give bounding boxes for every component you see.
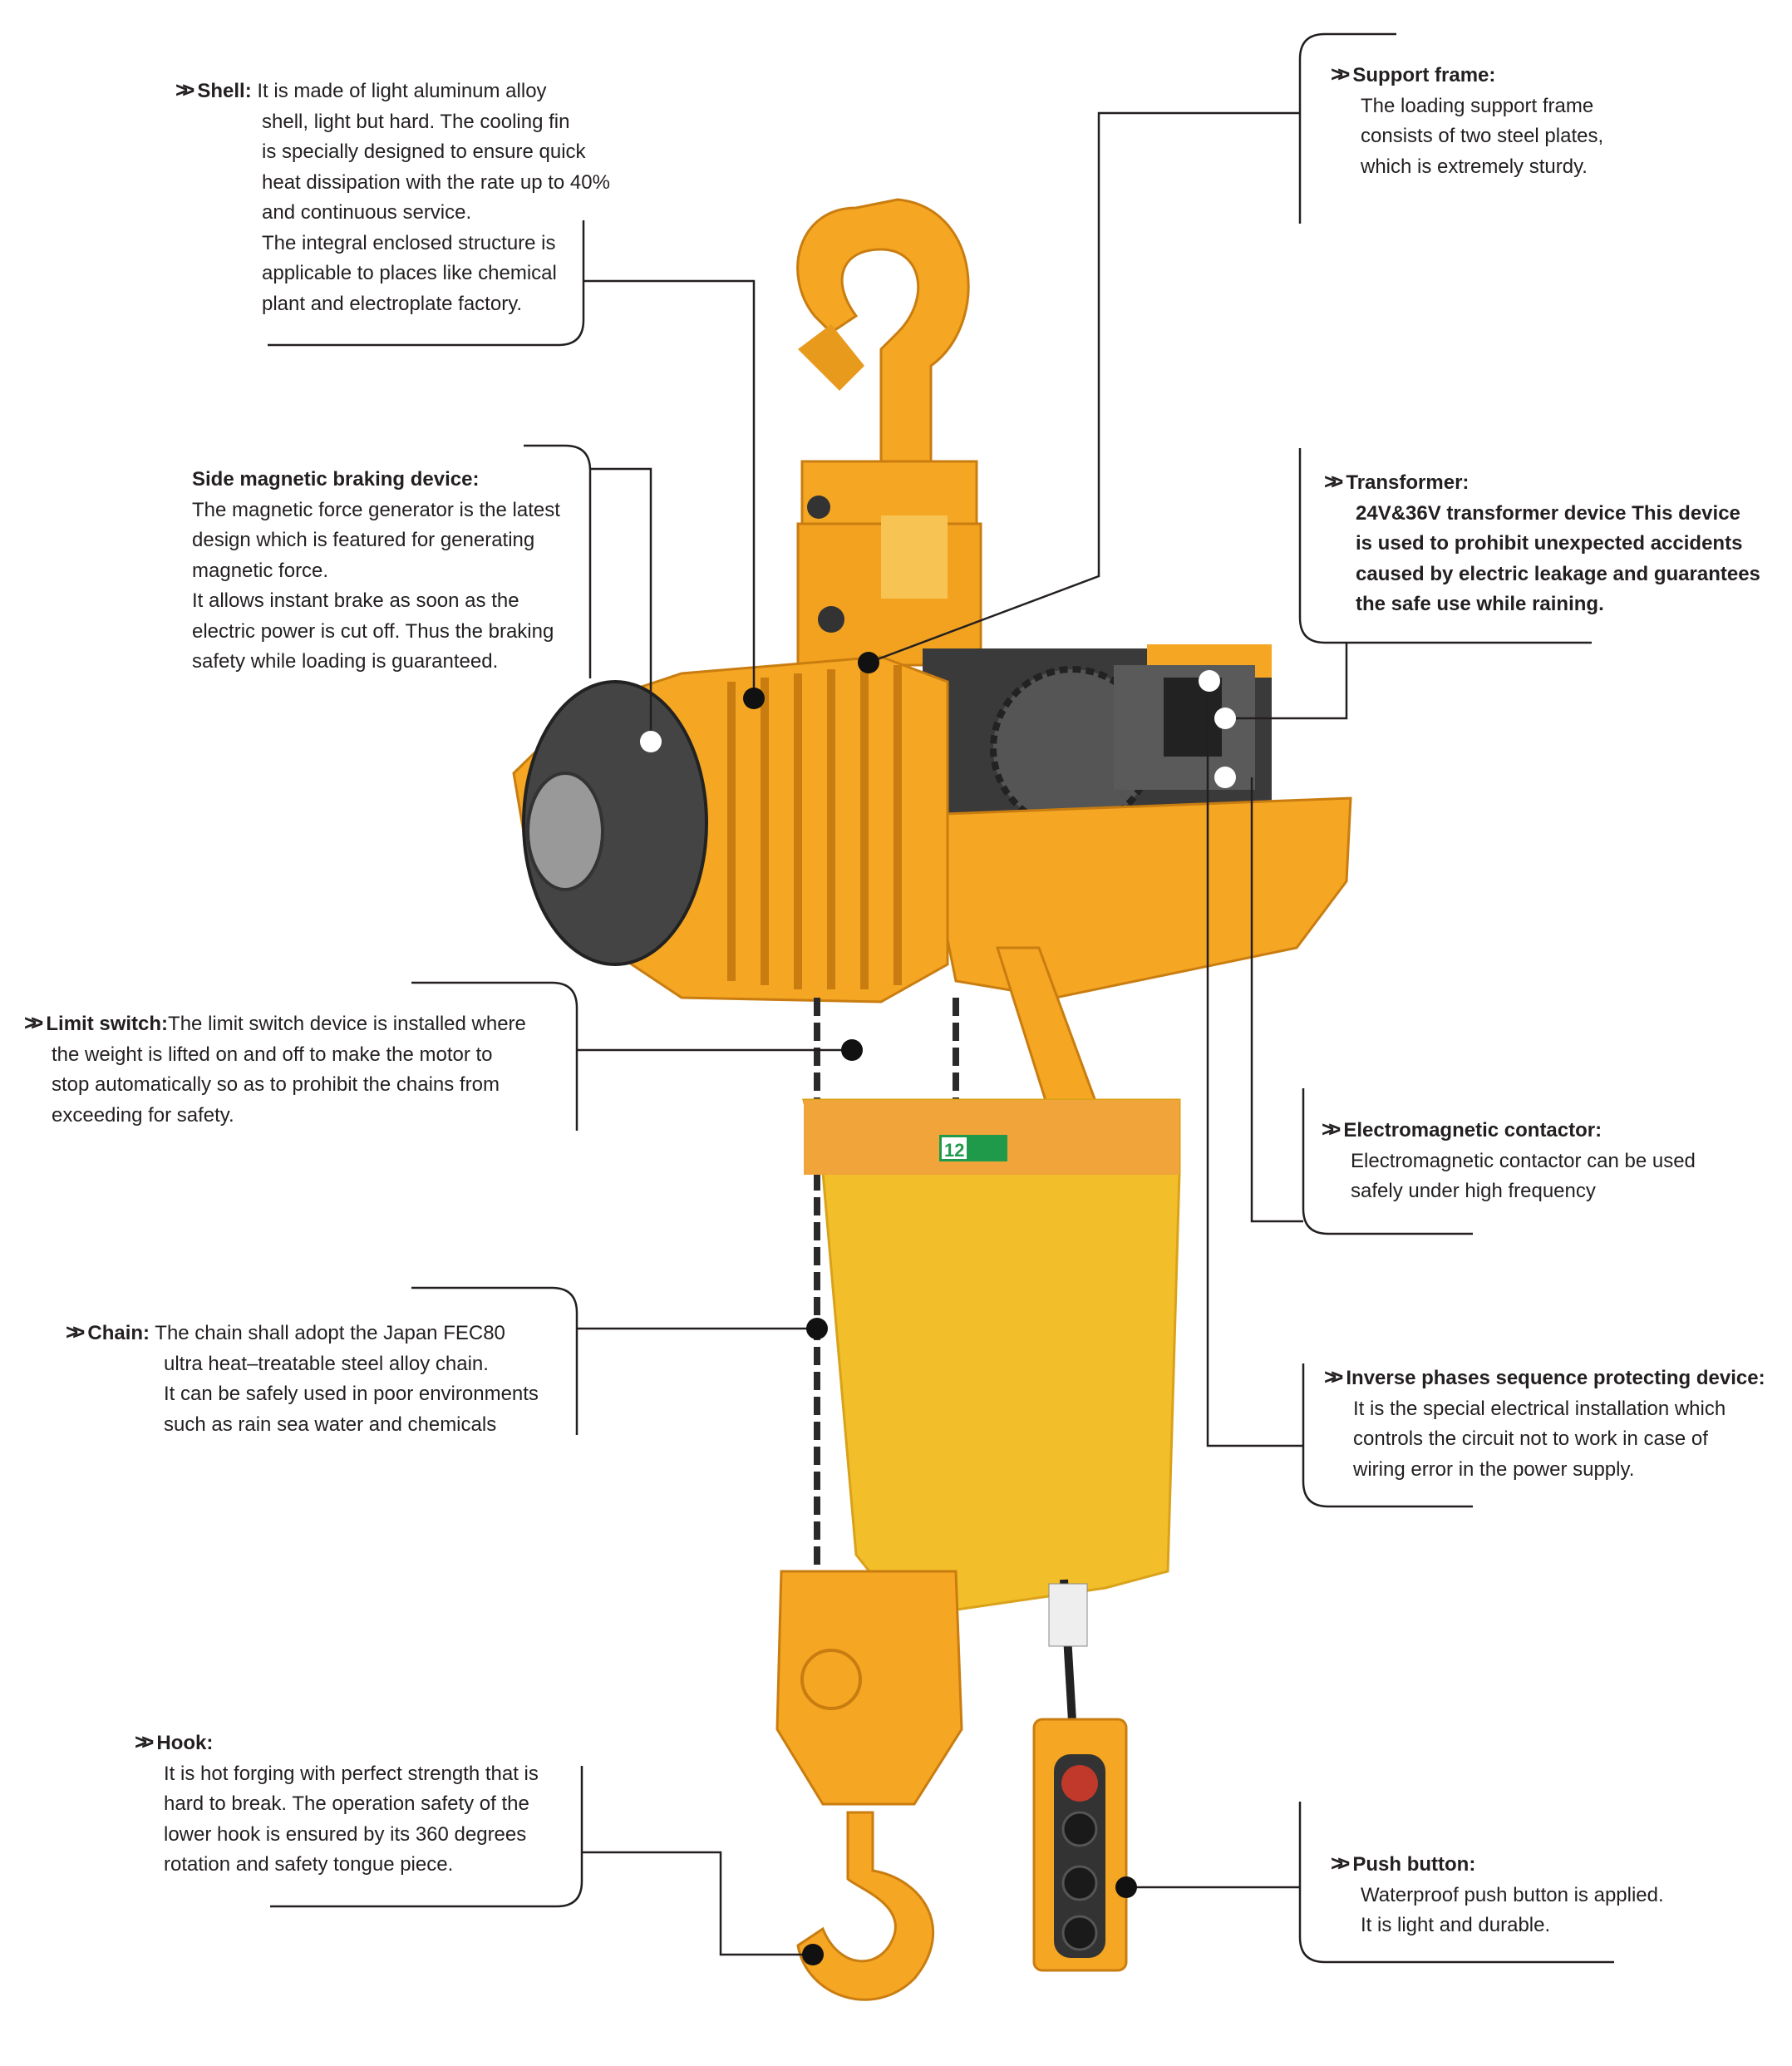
- double-chevron-icon: >>: [1322, 1117, 1342, 1141]
- double-chevron-icon: >>: [1324, 1364, 1344, 1389]
- callout-title: Hook:: [156, 1732, 214, 1754]
- callout-line: ultra heat–treatable steel alloy chain.: [164, 1352, 489, 1375]
- callout-line: plant and electroplate factory.: [262, 292, 523, 315]
- callout-line: exceeding for safety.: [52, 1103, 234, 1127]
- callout-title: Chain:: [87, 1322, 150, 1344]
- callout-line: is specially designed to ensure quick: [262, 141, 586, 163]
- callout-line: caused by electric leakage and guarantee…: [1356, 562, 1760, 585]
- callout-push-button: >>Push button: Waterproof push button is…: [1331, 1848, 1664, 1941]
- callout-line: It can be safely used in poor environmen…: [164, 1383, 539, 1405]
- callout-title: Electromagnetic contactor:: [1343, 1119, 1602, 1141]
- callout-line: controls the circuit not to work in case…: [1353, 1427, 1708, 1450]
- callout-brake: Side magnetic braking device: The magnet…: [192, 465, 560, 678]
- callout-line: The loading support frame: [1361, 94, 1594, 117]
- callout-title: Inverse phases sequence protecting devic…: [1346, 1367, 1765, 1389]
- callout-line: It is made of light aluminum alloy: [257, 80, 547, 102]
- callout-line: 24V&36V transformer device This device: [1356, 501, 1740, 525]
- callout-line: the weight is lifted on and off to make …: [52, 1043, 493, 1066]
- callout-inverse-phase: >>Inverse phases sequence protecting dev…: [1324, 1362, 1765, 1485]
- callout-line: heat dissipation with the rate up to 40%: [262, 170, 610, 194]
- callout-line: applicable to places like chemical: [262, 262, 557, 284]
- callout-title: Shell:: [197, 80, 252, 102]
- callout-line: Electromagnetic contactor can be used: [1351, 1149, 1696, 1172]
- callout-title: Limit switch:: [46, 1013, 169, 1035]
- callout-contactor: >>Electromagnetic contactor: Electromagn…: [1322, 1114, 1696, 1207]
- double-chevron-icon: >>: [24, 1010, 44, 1035]
- callout-line: safely under high frequency: [1351, 1180, 1596, 1202]
- callout-line: consists of two steel plates,: [1361, 125, 1604, 147]
- callout-line: electric power is cut off. Thus the brak…: [192, 619, 554, 643]
- double-chevron-icon: >>: [1331, 62, 1351, 86]
- double-chevron-icon: >>: [135, 1729, 155, 1754]
- callout-line: It is the special electrical installatio…: [1353, 1397, 1726, 1420]
- callout-line: stop automatically so as to prohibit the…: [52, 1073, 500, 1096]
- callout-line: design which is featured for generating: [192, 529, 535, 551]
- callout-title: Push button:: [1352, 1853, 1476, 1876]
- double-chevron-icon: >>: [1324, 469, 1344, 494]
- callout-line: safety while loading is guaranteed.: [192, 650, 499, 673]
- chain-bag: 12: [802, 1098, 1181, 1619]
- callout-line: is used to prohibit unexpected accidents: [1356, 532, 1743, 555]
- callout-shell: >>Shell: It is made of light aluminum al…: [175, 75, 610, 319]
- leader-lines: [268, 32, 1614, 1964]
- callout-line: the safe use while raining.: [1356, 593, 1604, 615]
- callout-line: which is extremely sturdy.: [1361, 155, 1588, 178]
- callout-title: Support frame:: [1352, 64, 1496, 86]
- bottom-hook: [775, 1570, 963, 2001]
- callout-line: and continuous service.: [262, 201, 472, 224]
- callout-title: Side magnetic braking device:: [192, 468, 480, 491]
- callout-hook: >>Hook: It is hot forging with perfect s…: [135, 1727, 539, 1881]
- callout-line: shell, light but hard. The cooling fin: [262, 110, 570, 133]
- callout-line: It allows instant brake as soon as the: [192, 589, 519, 612]
- callout-line: The chain shall adopt the Japan FEC80: [155, 1322, 505, 1344]
- callout-title: Transformer:: [1346, 471, 1470, 494]
- callout-limit-switch: >>Limit switch:The limit switch device i…: [24, 1008, 526, 1131]
- gearbox: [921, 644, 1352, 999]
- callout-line: magnetic force.: [192, 559, 329, 582]
- callout-chain: >>Chain: The chain shall adopt the Japan…: [66, 1317, 539, 1440]
- double-chevron-icon: >>: [1331, 1851, 1351, 1876]
- top-hook: [796, 198, 970, 467]
- double-chevron-icon: >>: [66, 1319, 86, 1344]
- callout-transformer: >>Transformer: 24V&36V transformer devic…: [1324, 466, 1760, 620]
- motor-shell: [512, 655, 949, 1003]
- top-suspension: [796, 460, 982, 667]
- callout-line: such as rain sea water and chemicals: [164, 1413, 497, 1436]
- push-button-pendant: [1032, 1579, 1128, 1972]
- chain: [814, 998, 959, 1571]
- callout-line: The integral enclosed structure is: [262, 231, 556, 254]
- callout-support-frame: >>Support frame: The loading support fra…: [1331, 59, 1603, 182]
- callout-dots: [640, 652, 1236, 1965]
- callout-line: The limit switch device is installed whe…: [168, 1013, 526, 1035]
- callout-line: lower hook is ensured by its 360 degrees: [164, 1822, 527, 1846]
- double-chevron-icon: >>: [175, 77, 195, 102]
- callout-line: It is light and durable.: [1361, 1914, 1551, 1936]
- callout-line: It is hot forging with perfect strength …: [164, 1762, 539, 1785]
- callout-line: Waterproof push button is applied.: [1361, 1883, 1664, 1906]
- bag-tag-number: 12: [944, 1140, 964, 1161]
- callout-line: wiring error in the power supply.: [1353, 1457, 1635, 1481]
- callout-line: hard to break. The operation safety of t…: [164, 1792, 529, 1815]
- callout-line: The magnetic force generator is the late…: [192, 498, 560, 521]
- callout-line: rotation and safety tongue piece.: [164, 1853, 454, 1876]
